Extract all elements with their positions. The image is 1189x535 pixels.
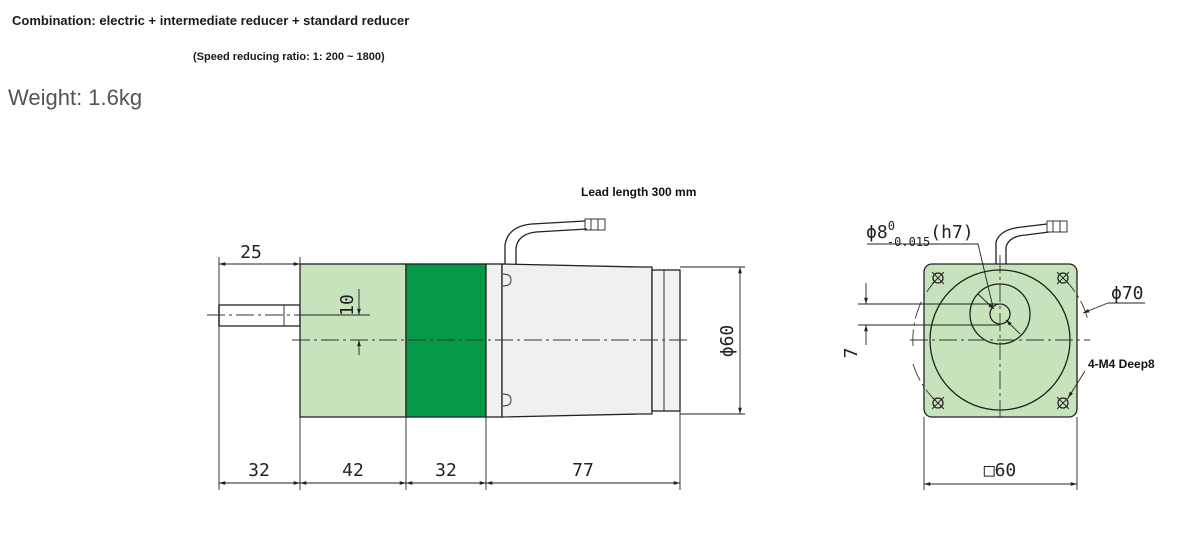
square-size-dimension: □60 bbox=[984, 460, 1017, 481]
segment-dimension-4: 77 bbox=[572, 460, 594, 481]
lead-wire bbox=[504, 218, 606, 264]
square-flange bbox=[923, 263, 1078, 418]
lead-length-label: Lead length 300 mm bbox=[581, 185, 696, 199]
shaft-length-dimension: 25 bbox=[240, 242, 262, 263]
motor-body bbox=[501, 263, 681, 418]
motor-flange bbox=[485, 263, 503, 418]
standard-reducer-block bbox=[299, 263, 407, 418]
motor-diameter-dimension: ϕ60 bbox=[717, 325, 738, 358]
shaft-diameter-label: ϕ80-0.015(h7) bbox=[866, 219, 974, 249]
intermediate-reducer-block bbox=[405, 263, 487, 418]
key-dimension: 10 bbox=[337, 294, 358, 316]
segment-dimension-3: 32 bbox=[435, 460, 457, 481]
pcd-dimension: ϕ70 bbox=[1111, 283, 1144, 304]
combination-title: Combination: electric + intermediate red… bbox=[12, 13, 410, 28]
reduction-ratio-note: (Speed reducing ratio: 1: 200 ~ 1800) bbox=[193, 51, 385, 63]
front-lead-wire bbox=[995, 220, 1068, 264]
output-shaft bbox=[218, 304, 301, 327]
segment-dimension-1: 32 bbox=[248, 460, 270, 481]
segment-dimension-2: 42 bbox=[342, 460, 364, 481]
weight-label: Weight: 1.6kg bbox=[8, 85, 143, 110]
side-view: Lead length 300 mm 10 bbox=[207, 185, 745, 490]
mounting-holes-label: 4-M4 Deep8 bbox=[1088, 357, 1155, 371]
shaft-offset-dimension: 7 bbox=[841, 348, 862, 359]
front-view: ϕ80-0.015(h7) ϕ70 4-M4 Deep8 7 □60 bbox=[841, 219, 1155, 490]
